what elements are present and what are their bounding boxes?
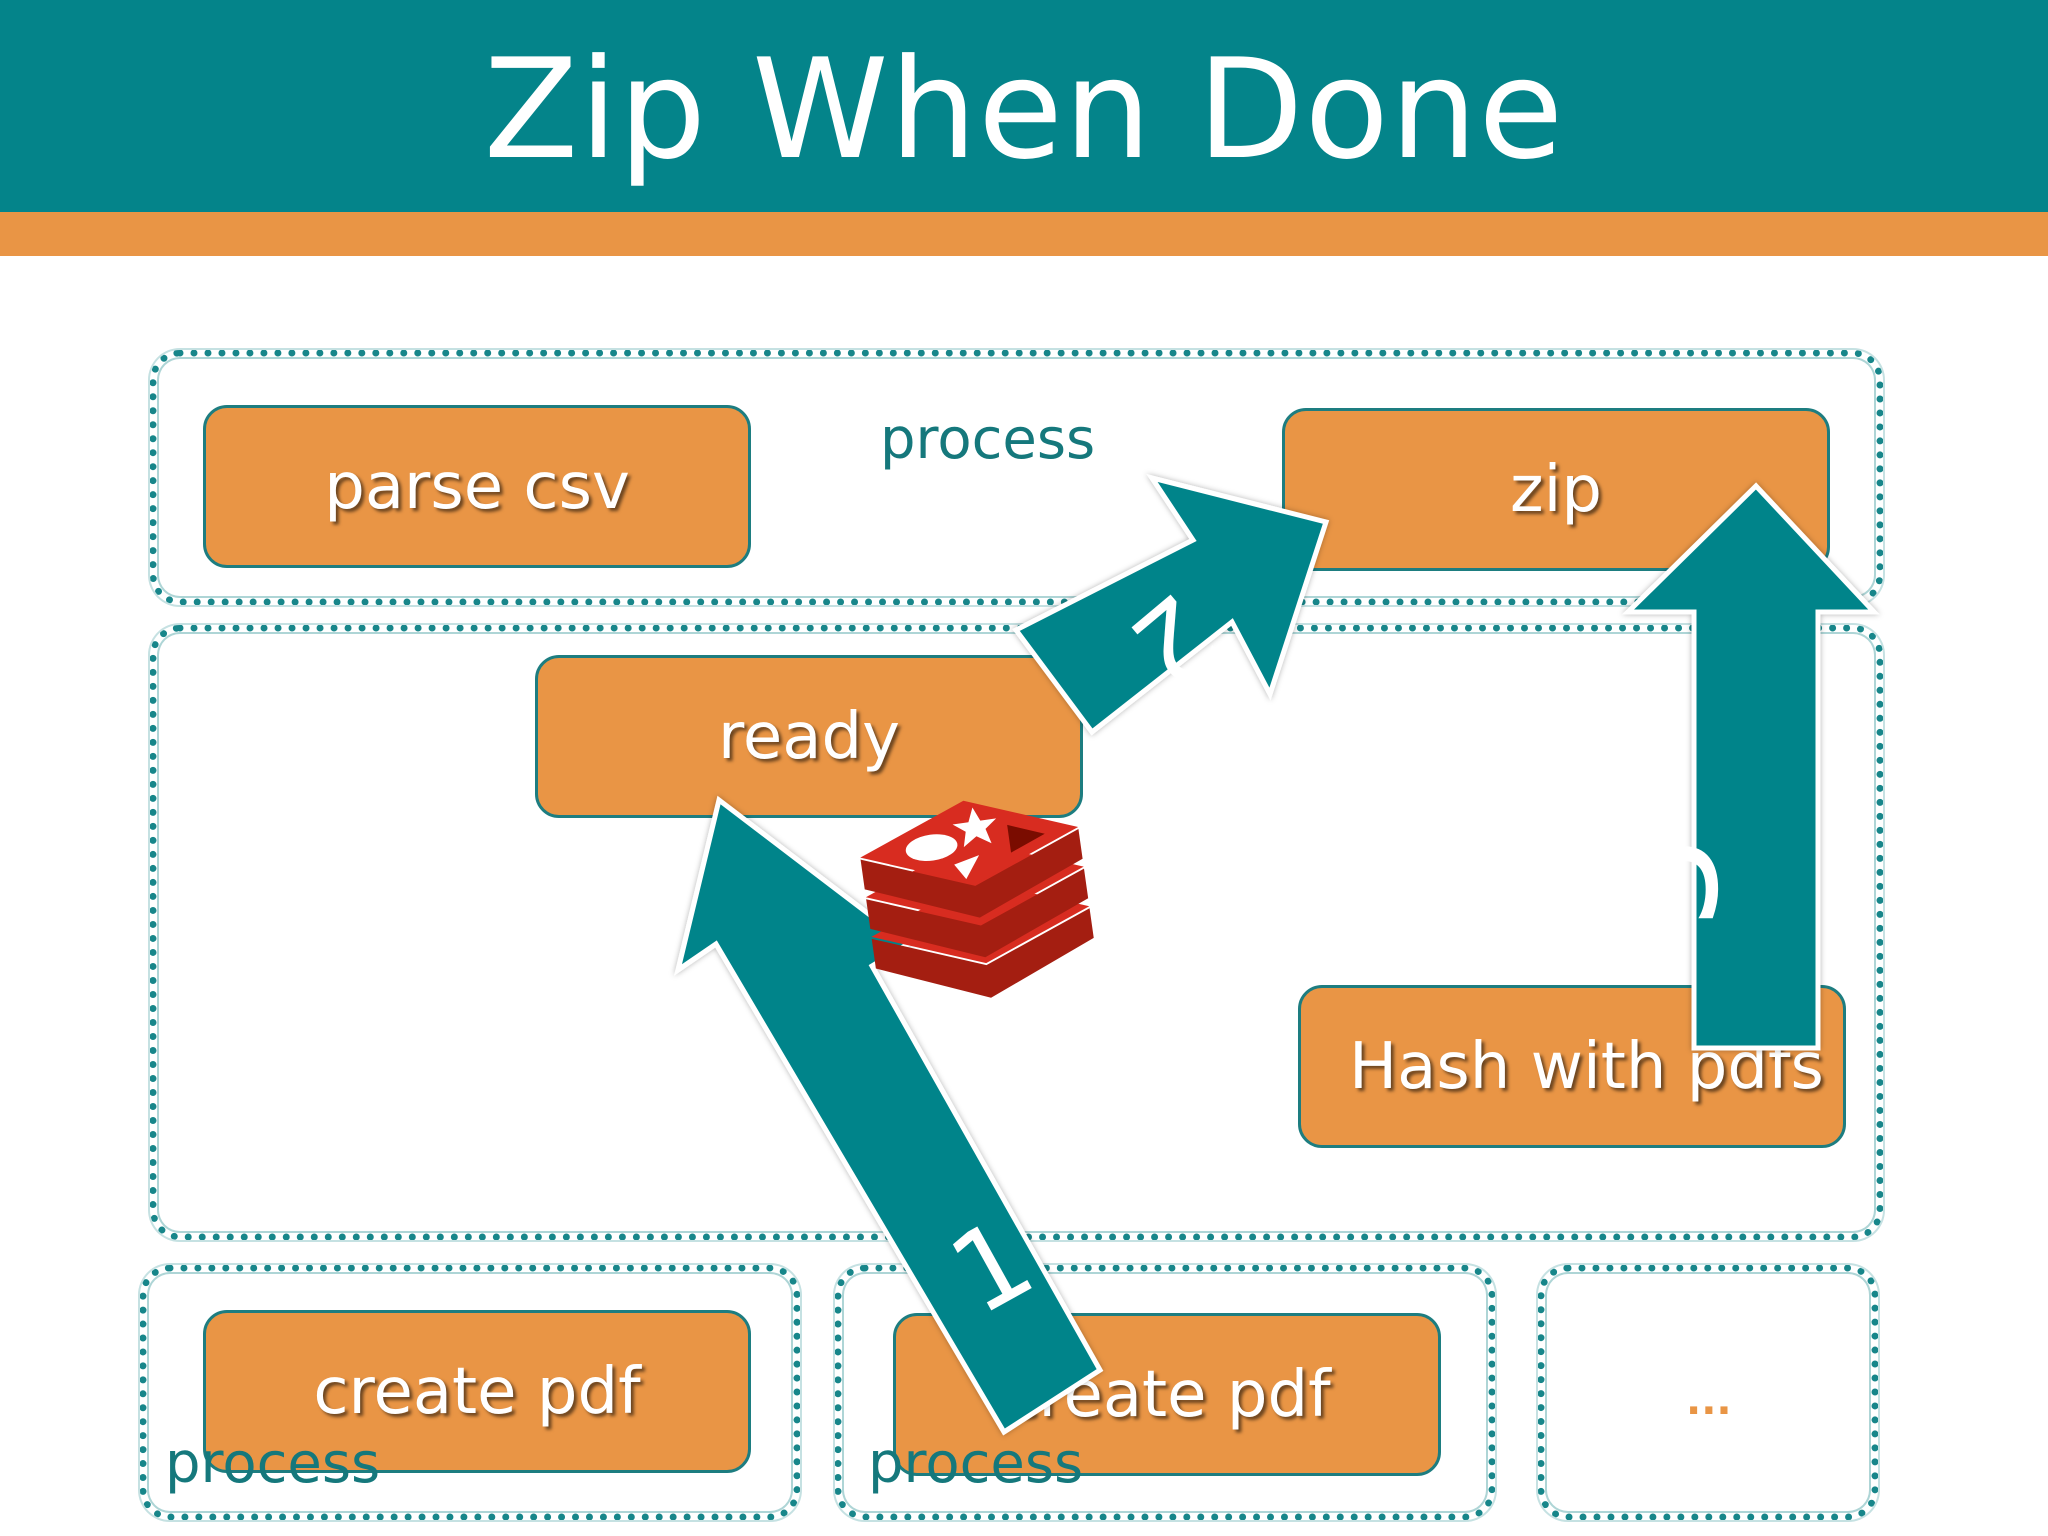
- bottom-process-label-2: process: [868, 1431, 1084, 1496]
- arrow-2: [1012, 473, 1330, 736]
- ready-task: ready: [535, 655, 1083, 818]
- bottom-process-frame-1: [140, 1265, 800, 1520]
- create-pdf-task-1: create pdf: [203, 1310, 751, 1473]
- title-banner: [0, 0, 2048, 212]
- arrow-3-number: 3: [1578, 834, 1752, 929]
- redis-logo: [860, 800, 1094, 998]
- bottom-process-frame-3: [1538, 1265, 1878, 1520]
- slide-title: Zip When Done: [483, 29, 1565, 190]
- parse-csv-task: parse csv: [203, 405, 751, 568]
- title-accent-stripe: [0, 212, 2048, 256]
- top-process-frame: [150, 350, 1883, 605]
- bottom-process-frame-2: [835, 1265, 1495, 1520]
- top-process-label: process: [880, 407, 1096, 472]
- arrow-1: [674, 795, 1104, 1436]
- arrow-3: [1621, 482, 1880, 1051]
- more-processes-ellipsis: ...: [1686, 1378, 1732, 1424]
- bottom-process-label-1: process: [165, 1431, 381, 1496]
